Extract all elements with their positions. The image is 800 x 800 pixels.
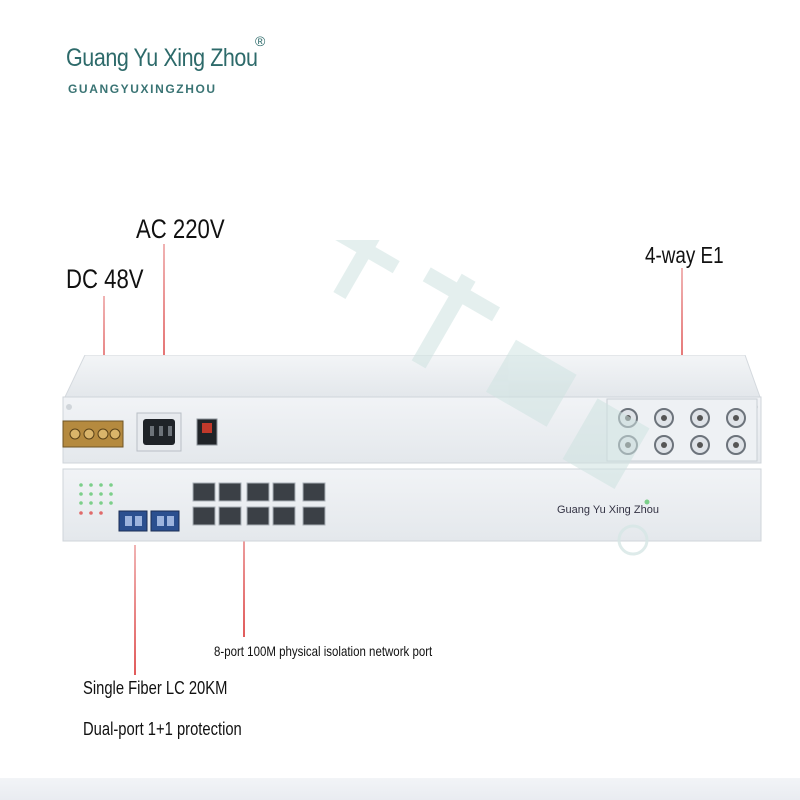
rj45-ports [192,482,326,526]
device-svg: Guang Yu Xing Zhou [62,354,762,542]
label-network-port: 8-port 100M physical isolation network p… [214,643,433,659]
label-4way-e1: 4-way E1 [645,242,724,268]
rear-unit-top [64,354,761,398]
brand-subtitle: GUANGYUXINGZHOU [68,82,217,96]
registered-mark: ® [255,33,266,49]
pointer-network [243,507,245,637]
label-dual-port-protection: Dual-port 1+1 protection [83,719,242,739]
status-leds [79,483,113,505]
pointer-ac [163,244,165,402]
screw [66,404,72,410]
front-panel-logo: Guang Yu Xing Zhou [557,504,659,516]
label-ac-220v: AC 220V [136,214,225,244]
label-single-fiber: Single Fiber LC 20KM [83,678,228,698]
sfp-module-1 [118,510,148,532]
sfp-module-2 [150,510,180,532]
power-led [644,499,650,505]
device-illustration: Guang Yu Xing Zhou [55,354,765,550]
bottom-band [0,778,800,800]
label-dc-48v: DC 48V [66,264,144,294]
brand-logo-text: Guang Yu Xing Zhou [66,44,258,72]
pointer-fiber [134,545,136,675]
pointer-e1 [681,268,683,402]
